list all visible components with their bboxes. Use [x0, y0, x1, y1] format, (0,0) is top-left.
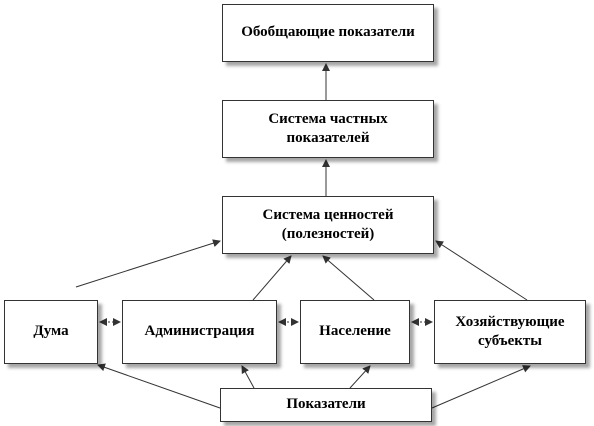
arrow-indicators-to-business — [431, 365, 531, 409]
node-administration: Администрация — [122, 300, 277, 364]
node-duma-label: Дума — [33, 323, 69, 340]
arrow-indicators-to-admin — [241, 365, 255, 389]
node-summary-indicators: Обобщающие показатели — [222, 4, 434, 62]
arrow-admin-to-values — [252, 255, 292, 301]
arrow-duma-to-values — [75, 239, 221, 288]
node-business-entities-label: Хозяйствующие субъекты — [455, 313, 565, 350]
node-partial-indicators-system-label: Система частных показателей — [268, 110, 388, 147]
node-values-system: Система ценностей (полезностей) — [222, 196, 434, 254]
node-administration-label: Администрация — [144, 323, 255, 340]
node-values-system-label: Система ценностей (полезностей) — [262, 206, 394, 243]
arrow-business-to-values — [435, 240, 528, 301]
node-indicators-label: Показатели — [286, 396, 366, 413]
arrow-indicators-to-population — [349, 365, 371, 389]
node-partial-indicators-system: Система частных показателей — [222, 100, 434, 158]
arrow-indicators-to-duma — [97, 363, 221, 409]
node-indicators: Показатели — [220, 388, 432, 422]
node-duma: Дума — [4, 300, 98, 364]
arrow-population-to-values — [322, 255, 375, 301]
node-business-entities: Хозяйствующие субъекты — [434, 300, 586, 364]
node-summary-indicators-label: Обобщающие показатели — [241, 24, 415, 41]
node-population: Население — [300, 300, 410, 364]
node-population-label: Население — [319, 323, 391, 340]
